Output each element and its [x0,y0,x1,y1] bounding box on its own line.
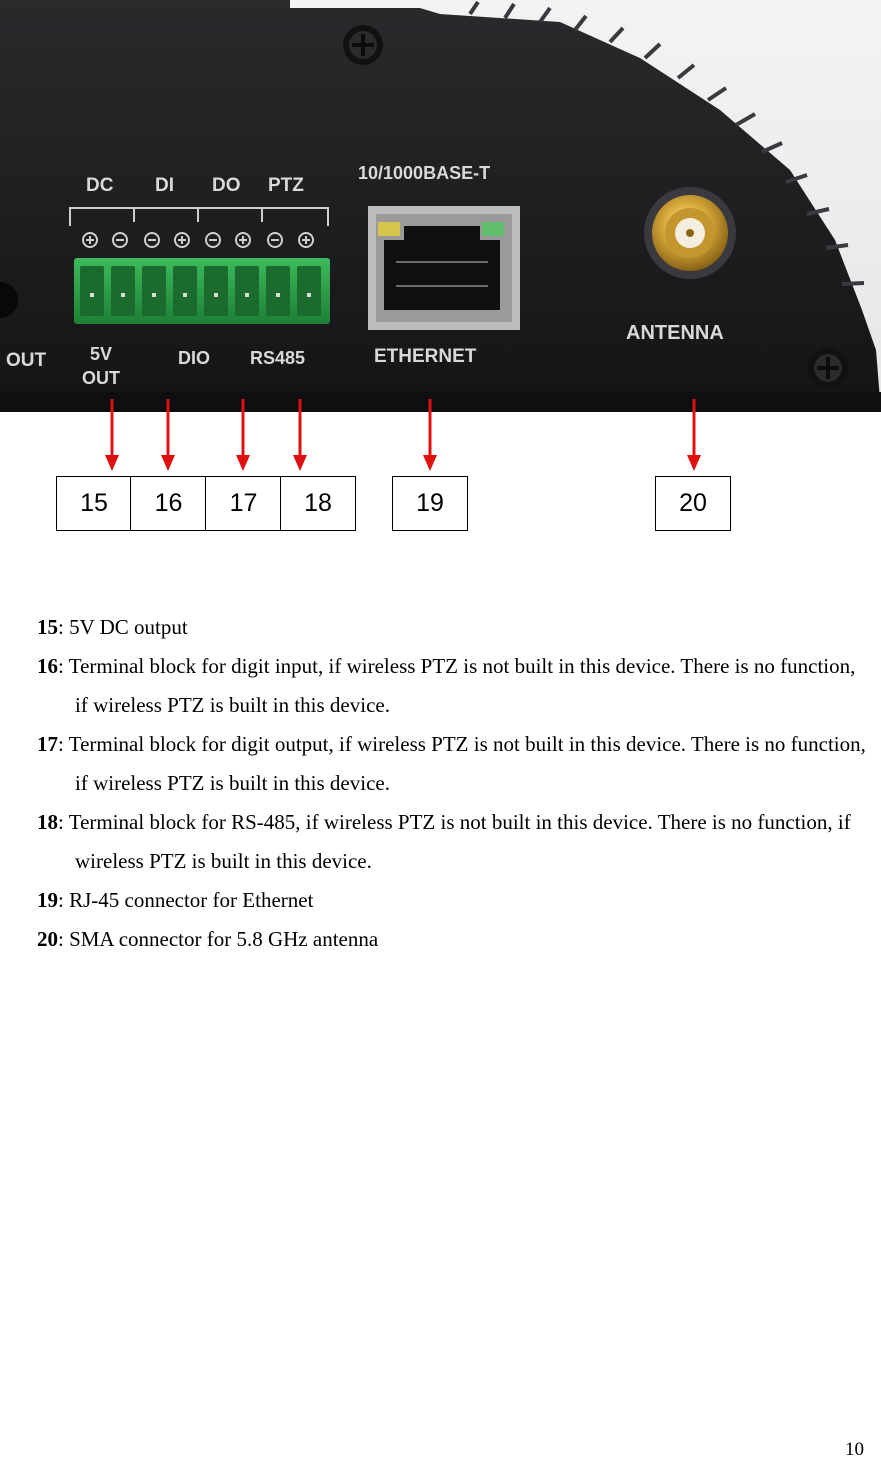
out-left-label: OUT [6,350,47,371]
description-item: 20: SMA connector for 5.8 GHz antenna [37,920,867,959]
item-number: 15 [37,615,58,639]
callout-17: 17 [205,476,282,531]
do-label: DO [212,175,241,196]
description-item: 17: Terminal block for digit output, if … [37,725,867,803]
item-number: 20 [37,927,58,951]
description-item: 15: 5V DC output [37,608,867,647]
item-text: : Terminal block for digit input, if wir… [58,654,856,717]
callout-19: 19 [392,476,468,531]
callout-16: 16 [130,476,207,531]
callout-18: 18 [280,476,356,531]
di-label: DI [155,175,174,196]
description-item: 18: Terminal block for RS-485, if wirele… [37,803,867,881]
ethernet-type-label: 10/1000BASE-T [358,163,490,183]
callout-20: 20 [655,476,731,531]
item-number: 16 [37,654,58,678]
item-number: 19 [37,888,58,912]
item-number: 18 [37,810,58,834]
callout-arrows [105,399,701,471]
item-number: 17 [37,732,58,756]
item-text: : Terminal block for digit output, if wi… [58,732,866,795]
ethernet-label: ETHERNET [374,346,477,367]
five-v-label: 5V [90,344,112,364]
page-number: 10 [845,1439,864,1460]
terminal-block [74,258,330,324]
rs485-label: RS485 [250,348,305,368]
five-v-out-label: OUT [82,368,120,388]
ptz-label: PTZ [268,175,304,196]
description-item: 16: Terminal block for digit input, if w… [37,647,867,725]
dc-label: DC [86,175,114,196]
item-text: : Terminal block for RS-485, if wireless… [58,810,851,873]
item-text: : RJ-45 connector for Ethernet [58,888,314,912]
item-text: : 5V DC output [58,615,188,639]
antenna-label: ANTENNA [626,322,724,344]
description-item: 19: RJ-45 connector for Ethernet [37,881,867,920]
sma-connector [644,187,736,279]
callout-15: 15 [56,476,132,531]
dio-label: DIO [178,348,210,368]
description-list: 15: 5V DC output 16: Terminal block for … [37,608,867,959]
item-text: : SMA connector for 5.8 GHz antenna [58,927,379,951]
device-rear-panel-photo: DC DI DO PTZ 10/1000BASE-T OUT 5V OUT DI… [0,0,881,412]
rj45-port [368,206,520,330]
